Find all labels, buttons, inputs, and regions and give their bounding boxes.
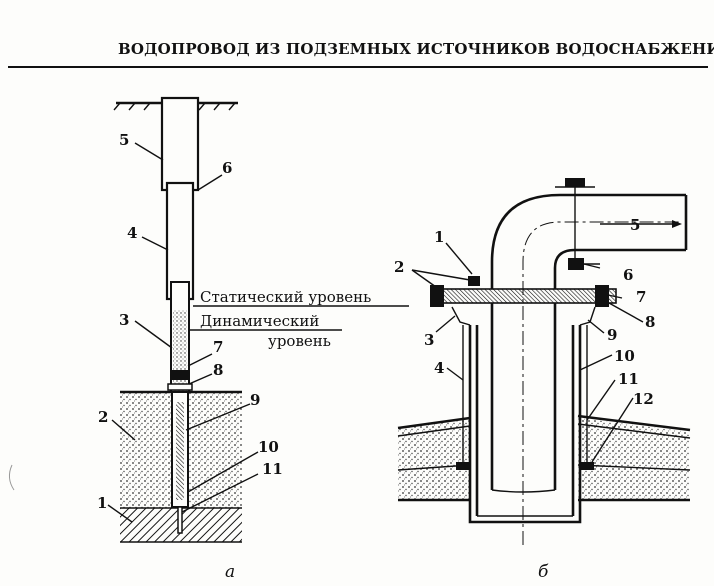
label-b-3: 3 (424, 331, 434, 349)
soil-right-fill (578, 418, 690, 500)
label-b-4: 4 (434, 359, 444, 377)
dynamic-level-label-2: уровень (268, 332, 331, 350)
bolt-top-1 (468, 276, 480, 286)
bolt-left-2 (430, 285, 444, 307)
sump-11 (177, 506, 183, 534)
label-b-12: 12 (633, 390, 654, 408)
label-b-11: 11 (618, 370, 639, 388)
page-header: ВОДОПРОВОД ИЗ ПОДЗЕМНЫХ ИСТОЧНИКОВ ВОДОС… (118, 40, 714, 58)
coupling-8 (167, 383, 193, 391)
label-a-1: 1 (97, 494, 107, 512)
flange-plate (435, 288, 617, 304)
footing-right-12 (580, 462, 594, 470)
bend-outer (490, 193, 686, 289)
diagram-a: 5 6 4 3 7 8 9 2 10 11 1 Статический уров… (97, 96, 409, 582)
gland-3 (451, 306, 471, 326)
label-b-1: 1 (434, 228, 444, 246)
label-a-7: 7 (213, 338, 223, 356)
outer-casing-11 (468, 325, 582, 524)
label-a-5: 5 (119, 131, 129, 149)
pipe-5-casing (160, 96, 200, 192)
hanger-clamp-top (565, 178, 585, 187)
flow-arrow (672, 220, 682, 228)
footing-left (456, 462, 470, 470)
header-rule (8, 66, 708, 68)
pipe-centerline (522, 221, 680, 545)
label-b-5: 5 (630, 216, 640, 234)
gland-9 (579, 306, 596, 326)
margin-mark (8, 464, 15, 491)
pipe-4-casing (165, 181, 195, 301)
label-a-6: 6 (222, 159, 232, 177)
label-a-9: 9 (250, 391, 260, 409)
static-level-label: Статический уровень (200, 288, 371, 306)
label-b-8: 8 (645, 313, 655, 331)
label-a-3: 3 (119, 311, 129, 329)
label-a-11: 11 (262, 460, 283, 478)
label-a-4: 4 (127, 224, 137, 242)
dynamic-level-label-1: Динамический (200, 312, 319, 330)
label-b-9: 9 (607, 326, 617, 344)
soil-right-top (577, 414, 691, 432)
label-a-10: 10 (258, 438, 279, 456)
label-a-8: 8 (213, 361, 223, 379)
label-b-7: 7 (636, 288, 646, 306)
soil-left-fill (398, 420, 470, 500)
filter-screen-9 (176, 402, 184, 500)
soil-left-top (397, 416, 471, 430)
label-a-2: 2 (98, 408, 108, 426)
caption-a: а (225, 562, 235, 582)
caption-b: б (538, 562, 549, 582)
diagram-b: 1 2 3 4 5 6 7 8 9 10 11 12 б (394, 178, 691, 582)
packer-7 (170, 370, 190, 380)
label-b-10: 10 (614, 347, 635, 365)
label-b-2: 2 (394, 258, 404, 276)
label-b-6: 6 (623, 266, 633, 284)
hanger-6 (568, 258, 584, 270)
ground-hatch-top (113, 102, 236, 111)
bolt-right-8 (595, 285, 609, 307)
